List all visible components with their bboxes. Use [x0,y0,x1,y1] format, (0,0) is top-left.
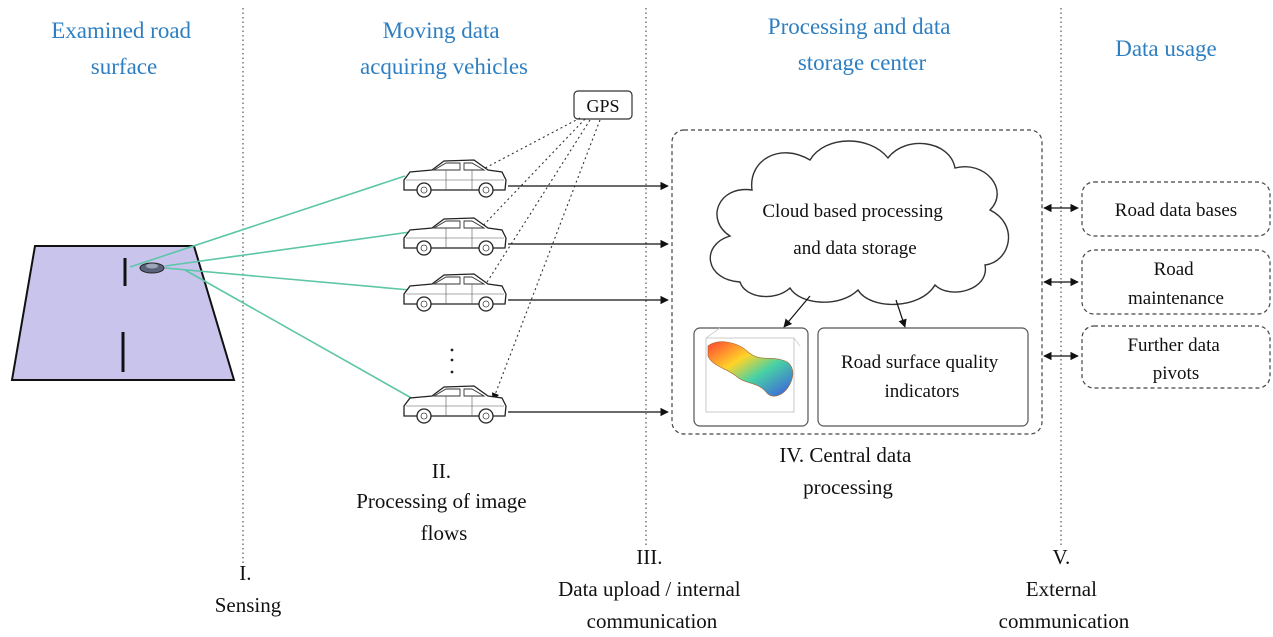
road-surface [10,245,236,381]
stage-image-processing: II. Processing of image flows [356,459,532,545]
road-defect-icon [139,262,165,274]
stage-central: IV. Central data processing [779,443,916,499]
header-center: Processing and data storage center [768,14,956,75]
cloud-to-indicators-arrow [895,299,907,328]
indicators-label: Road surface quality indicators [841,352,1003,402]
usage-box-road-data-bases: Road data bases [1081,181,1271,237]
stage-separators [242,8,1062,572]
gps-signals [469,117,601,401]
central-processing-container [671,129,1043,435]
cloud-to-surface-arrow [783,295,811,328]
header-road: Examined road surface [51,18,197,79]
car-icon [403,385,507,424]
svg-text:Road maintenance: Road maintenance [1128,259,1224,309]
svg-text:Further data pivots: Further data pivots [1127,335,1224,384]
vehicle-group [403,159,507,424]
header-usage: Data usage [1115,36,1217,61]
stage-upload: III. Data upload / internal communicatio… [558,545,746,633]
car-icon [403,159,507,198]
cloud-shape [709,140,1010,306]
stage-external: V. External communication [999,545,1130,633]
svg-text:Road data bases: Road data bases [1115,200,1237,221]
header-vehicles: Moving data acquiring vehicles [360,18,528,79]
gps-label: GPS [586,96,619,116]
cloud-label: Cloud based processing and data storage [762,201,947,259]
vehicle-ellipsis [450,348,454,374]
sensor-rays [129,175,416,401]
car-icon [403,273,507,312]
quality-indicators-box: Road surface quality indicators [817,327,1029,427]
surface-plot-thumbnail [693,327,809,427]
external-arrows [1043,203,1079,361]
usage-box-further-data-pivots: Further data pivots [1081,325,1271,389]
gps-box: GPS [573,90,633,120]
usage-box-road-maintenance: Road maintenance [1081,249,1271,315]
car-icon [403,217,507,256]
upload-arrows [508,181,669,417]
stage-sensing: I. Sensing [215,561,282,617]
